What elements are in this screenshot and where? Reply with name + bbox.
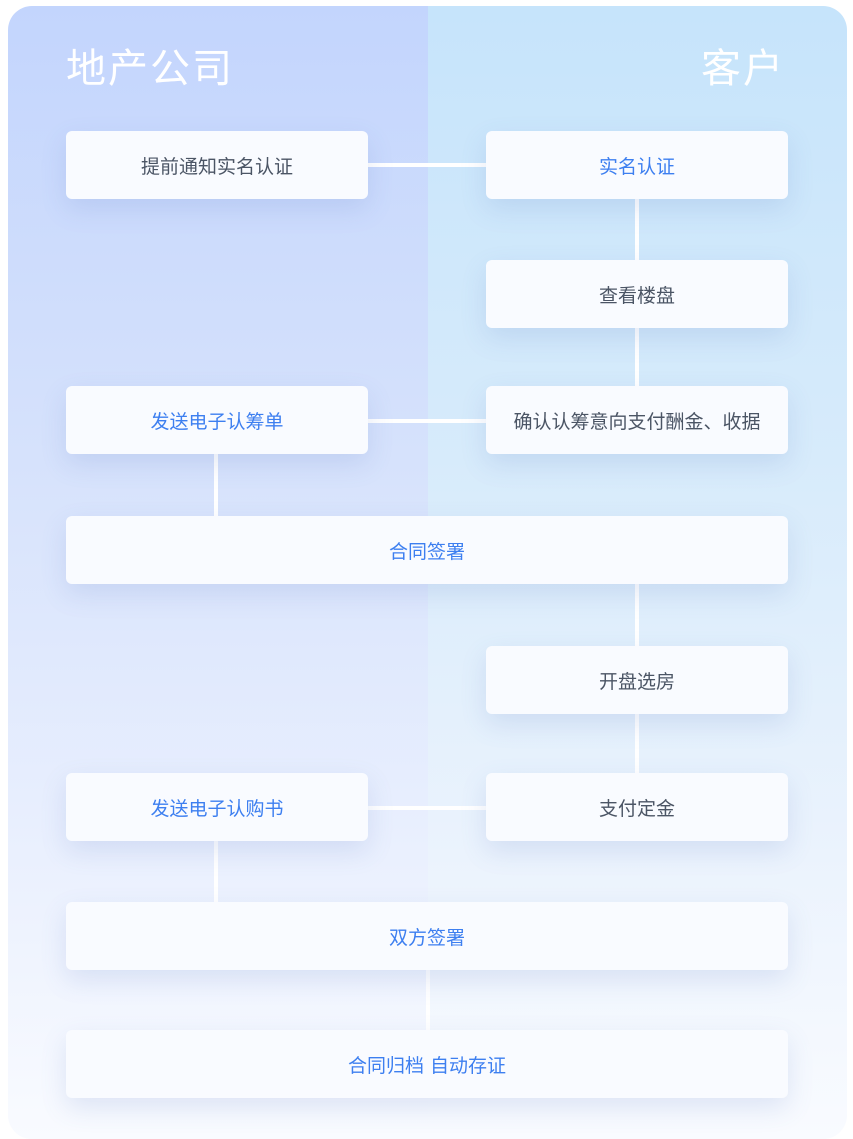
connector-purchase-to-both-sign bbox=[214, 840, 218, 902]
step-contract-signing: 合同签署 bbox=[66, 516, 788, 584]
flow-panel: 地产公司 客户 提前通知实名认证 实名认证 查看楼盘 发送电子认筹单 确认认筹意… bbox=[8, 6, 847, 1139]
step-both-sign: 双方签署 bbox=[66, 902, 788, 970]
connector-send-form-to-contract bbox=[214, 454, 218, 516]
left-column-title: 地产公司 bbox=[66, 46, 234, 92]
step-pay-deposit: 支付定金 bbox=[486, 773, 788, 841]
step-archive: 合同归档 自动存证 bbox=[66, 1030, 788, 1098]
connector-selection-to-deposit bbox=[635, 712, 639, 774]
connector-both-sign-to-archive bbox=[426, 968, 430, 1030]
connector-realname-to-view bbox=[635, 198, 639, 260]
step-confirm-subscription: 确认认筹意向支付酬金、收据 bbox=[486, 386, 788, 454]
connector-send-form-to-confirm bbox=[368, 419, 488, 423]
right-column-title: 客户 bbox=[701, 46, 785, 92]
step-realname-verification: 实名认证 bbox=[486, 131, 788, 199]
connector-view-to-confirm bbox=[635, 328, 639, 390]
connector-purchase-to-deposit bbox=[368, 806, 488, 810]
step-open-selection: 开盘选房 bbox=[486, 646, 788, 714]
connector-contract-to-selection bbox=[635, 584, 639, 646]
step-send-subscription-form: 发送电子认筹单 bbox=[66, 386, 368, 454]
step-notify-realname: 提前通知实名认证 bbox=[66, 131, 368, 199]
step-view-property: 查看楼盘 bbox=[486, 260, 788, 328]
step-send-purchase-letter: 发送电子认购书 bbox=[66, 773, 368, 841]
connector-notify-to-realname bbox=[368, 163, 488, 167]
